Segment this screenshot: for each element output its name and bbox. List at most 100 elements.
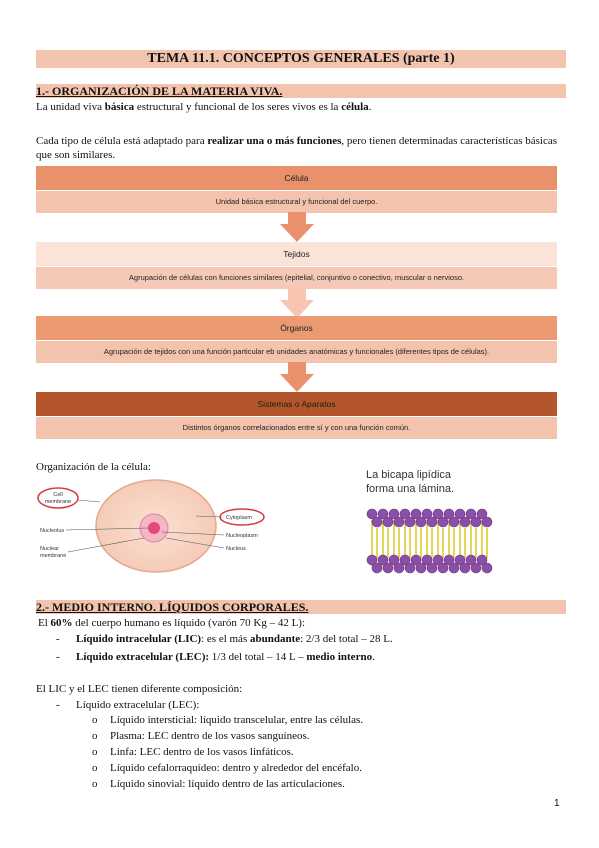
flow-step-systems-body: Distintos órganos correlacionados entre …: [36, 416, 557, 439]
label-cell-membrane: Cell: [53, 492, 62, 498]
text: del cuerpo humano es líquido (varón 70 K…: [72, 617, 306, 629]
lipid-head: [366, 554, 378, 566]
section1-heading-text: 1.- ORGANIZACIÓN DE LA MATERIA VIVA.: [36, 84, 283, 98]
section1-paragraph-2: Cada tipo de célula está adaptado para r…: [36, 134, 566, 162]
flow-step-tissues-head: Tejidos: [36, 242, 557, 266]
bold-text: básica: [104, 101, 135, 113]
text: La unidad viva: [36, 101, 105, 113]
lipid-head: [377, 554, 389, 566]
text: .: [372, 651, 375, 663]
flow-step-systems-head: Sistemas o Aparatos: [36, 392, 557, 416]
bold-text: abundante: [249, 633, 301, 645]
lipid-head: [371, 516, 383, 528]
leader-line: [161, 531, 225, 536]
cell-diagram: Cell membrane Nucleolus Nuclear membrane…: [37, 479, 265, 573]
leader-line: [67, 537, 145, 553]
text: , pero tienen determinadas característic…: [36, 135, 558, 161]
text: Líquido extracelular (LEC):: [76, 699, 200, 711]
lipid-head: [388, 508, 400, 520]
lipid-head: [371, 562, 383, 574]
bullet-dash: -: [56, 699, 60, 711]
text: Líquido cefalorraquídeo: dentro y alrede…: [110, 762, 362, 774]
label-nuclear-membrane: Nuclear: [40, 546, 59, 552]
label-nucleolus: Nucleolus: [40, 528, 64, 534]
flow-arrow-down-icon: [280, 362, 314, 392]
lipid-head: [432, 554, 444, 566]
lipid-head: [470, 562, 482, 574]
text: Plasma: LEC dentro de los vasos sanguíne…: [110, 730, 310, 742]
lipid-head: [421, 554, 433, 566]
bullet-dash: -: [56, 651, 60, 663]
text: El: [38, 617, 51, 629]
lipid-head: [393, 516, 405, 528]
lipid-head: [481, 516, 493, 528]
label-cytoplasm: Cytoplasm: [226, 515, 252, 521]
flow-step-organs-head: Órganos: [36, 316, 557, 340]
lipid-head: [404, 562, 416, 574]
bilayer-heads: [366, 508, 493, 574]
bold-text: Líquido intracelular (LIC): [76, 633, 202, 645]
sub-list-item: o Líquido cefalorraquídeo: dentro y alred…: [92, 760, 362, 776]
lipid-head: [388, 554, 400, 566]
section2-heading: 2.- MEDIO INTERNO. LÍQUIDOS CORPORALES.: [36, 600, 566, 614]
lipid-head: [459, 562, 471, 574]
cell-caption: Organización de la célula:: [36, 461, 151, 473]
lipid-head: [426, 516, 438, 528]
lipid-head: [465, 554, 477, 566]
lipid-head: [448, 562, 460, 574]
lipid-head: [465, 508, 477, 520]
lipid-head: [448, 516, 460, 528]
bullet-o: o: [92, 714, 98, 726]
flow-arrow-down-icon: [280, 212, 314, 242]
label-nucleus: Nucleus: [226, 546, 246, 552]
leader-line: [195, 515, 223, 518]
text: 1/3 del total – 14 L –: [209, 651, 307, 663]
flow-step-organs-body: Agrupación de tejidos con una función pa…: [36, 340, 557, 363]
leader-line: [65, 527, 149, 531]
list-item: - Líquido extracelular (LEC):: [56, 698, 199, 712]
bullet-dash: -: [56, 633, 60, 645]
lipid-head: [432, 508, 444, 520]
lipid-head: [399, 554, 411, 566]
bold-text: medio interno: [306, 651, 373, 663]
bold-text: Líquido extracelular (LEC):: [76, 651, 210, 663]
list-item: - Líquido intracelular (LIC): es el más a…: [56, 632, 393, 646]
bold-text: realizar una o más funciones: [207, 135, 342, 147]
lipid-head: [410, 554, 422, 566]
lipid-head: [415, 516, 427, 528]
lipid-head: [382, 562, 394, 574]
flow-arrow-down-icon: [280, 288, 314, 318]
text: : 2/3 del total – 28 L.: [300, 633, 393, 645]
page-title: TEMA 11.1. CONCEPTOS GENERALES (parte 1): [36, 50, 566, 68]
lipid-head: [426, 562, 438, 574]
lipid-head: [404, 516, 416, 528]
bullet-o: o: [92, 778, 98, 790]
sub-list-item: o Linfa: LEC dentro de los vasos linfátic…: [92, 744, 294, 760]
lipid-head: [421, 508, 433, 520]
cell-membrane-highlight: [37, 487, 79, 509]
bullet-o: o: [92, 746, 98, 758]
lipid-head: [437, 562, 449, 574]
section2-heading-text: 2.- MEDIO INTERNO. LÍQUIDOS CORPORALES.: [36, 600, 309, 614]
bold-text: 60%: [50, 617, 73, 629]
lipid-head: [470, 516, 482, 528]
lipid-bilayer-diagram: La bicapa lipídica forma una lámina.: [366, 469, 493, 574]
flow-step-tissues-body: Agrupación de células con funciones simi…: [36, 266, 557, 289]
text: estructural y funcional de los seres viv…: [134, 101, 342, 113]
lipid-head: [415, 562, 427, 574]
text: Cada tipo de célula está adaptado para: [36, 135, 208, 147]
bilayer-caption-line2: forma una lámina.: [366, 483, 454, 495]
lipid-head: [459, 516, 471, 528]
bullet-o: o: [92, 762, 98, 774]
bold-text: célula: [341, 101, 369, 113]
lipid-head: [366, 508, 378, 520]
text: Linfa: LEC dentro de los vasos linfático…: [110, 746, 294, 758]
section2-paragraph-2: El LIC y el LEC tienen diferente composi…: [36, 683, 243, 695]
text: : es el más: [201, 633, 250, 645]
lipid-head: [410, 508, 422, 520]
lipid-head: [377, 508, 389, 520]
label-nucleoplasm: Nucleoplasm: [226, 533, 258, 539]
